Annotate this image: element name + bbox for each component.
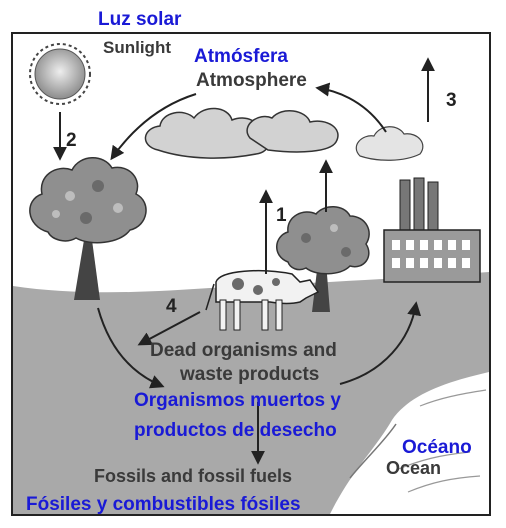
atmosfera-label: Atmósfera [194, 46, 288, 67]
luz-solar-label: Luz solar [98, 9, 182, 30]
organismos-muertos-label-line1: Organismos muertos y [134, 390, 341, 411]
factory-icon [383, 177, 481, 283]
cloud-icon [144, 107, 424, 161]
atmosphere-label: Atmosphere [196, 70, 307, 91]
fossils-label: Fossils and fossil fuels [94, 466, 293, 486]
arrow-number-1: 1 [276, 205, 287, 226]
sunlight-label: Sunlight [103, 38, 171, 57]
arrow-to-tree [110, 93, 197, 161]
flow-arrows [53, 57, 435, 465]
tree-icon [276, 206, 370, 312]
cow-icon [205, 270, 320, 331]
fosiles-label: Fósiles y combustibles fósiles [26, 494, 301, 515]
arrow-4 [137, 311, 201, 346]
arrow-tree-to-dead [97, 307, 165, 389]
arrow-number-4: 4 [166, 296, 177, 317]
dead-organisms-label-line1: Dead organisms and [150, 340, 337, 361]
arrow-number-3: 3 [446, 90, 457, 111]
dead-organisms-label-line2: waste products [180, 364, 320, 385]
ocean-icon [330, 372, 489, 514]
arrow-to-atmosphere [315, 82, 387, 133]
organismos-muertos-label-line2: productos de desecho [134, 420, 337, 441]
oceano-label: Océano [402, 437, 472, 458]
arrow-dead-to-factory [339, 301, 422, 385]
ocean-label: Ocean [386, 458, 442, 478]
arrow-number-2: 2 [66, 130, 77, 151]
tree-icon [29, 157, 147, 300]
sun-icon [29, 43, 91, 105]
